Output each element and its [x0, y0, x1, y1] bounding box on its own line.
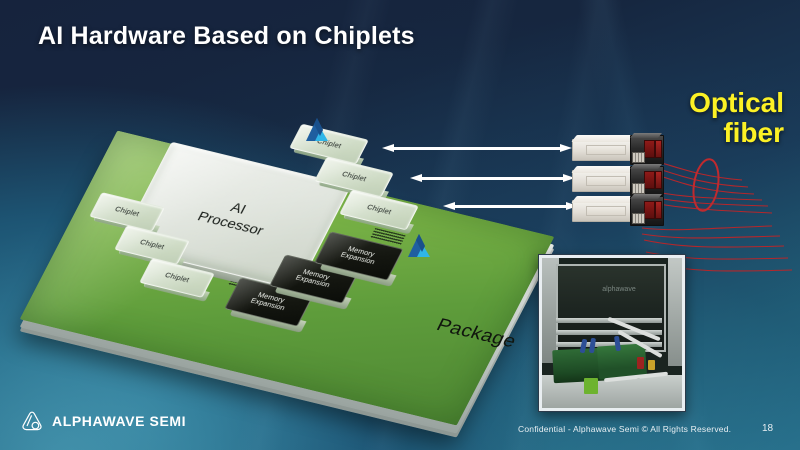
optical-module-1-pins: [632, 152, 645, 163]
optical-module-2: [571, 164, 664, 198]
ai-processor-label: AI Processor: [195, 193, 275, 238]
photo-shelf-3: [556, 342, 663, 347]
link-arrow-2-bar: [421, 177, 564, 181]
package-diagram: AI Processor Chiplet Chiplet: [19, 108, 555, 438]
optical-module-3-port-a: [644, 201, 655, 219]
photo-rack-enclosure: [556, 264, 667, 352]
photo-wall-right: [668, 258, 682, 366]
chiplet-left-2-label: Chiplet: [138, 239, 166, 251]
optical-fiber-label-line1: Optical: [689, 87, 784, 118]
photo-logo-watermark: alphawave: [602, 286, 636, 293]
link-arrow-1: [382, 144, 572, 153]
chiplet-right-3-label: Chiplet: [365, 204, 393, 216]
link-arrow-2-head-left: [410, 174, 422, 182]
optical-module-1-panel: [586, 145, 626, 155]
alphawave-wave-icon-top: [302, 114, 336, 144]
optical-module-1-connector-top: [630, 133, 662, 138]
alphawave-wave-icon-package: [404, 230, 438, 260]
chiplet-left-3: Chiplet: [139, 258, 215, 302]
optical-module-3-port-b: [655, 201, 662, 219]
chiplet-right-2: Chiplet: [314, 156, 394, 202]
chiplet-left-1-label: Chiplet: [113, 206, 141, 218]
optical-module-2-port-a: [644, 171, 655, 189]
link-arrow-2-head-right: [563, 174, 575, 182]
chiplet-left-1: Chiplet: [89, 192, 165, 236]
alphawave-triangle-icon: [20, 409, 44, 433]
link-arrow-1-bar: [393, 147, 561, 151]
confidentiality-notice: Confidential - Alphawave Semi © All Righ…: [518, 424, 732, 434]
optical-module-3-pins: [632, 213, 645, 224]
page-number: 18: [762, 423, 774, 434]
photo-wall-left: [542, 258, 559, 363]
chiplet-left-3-label: Chiplet: [163, 272, 191, 284]
optical-fiber-label: Optical fiber: [544, 87, 784, 149]
optical-module-3-panel: [586, 206, 626, 216]
memory-expansion-3-label: Memory Expansion: [339, 245, 380, 267]
photo-transceiver-green: [584, 378, 598, 394]
brand-name: ALPHAWAVE SEMI: [52, 413, 187, 429]
optical-module-3: [571, 194, 664, 228]
optical-module-2-body-top: [571, 166, 637, 173]
lab-photo-frame: alphawave: [538, 254, 686, 412]
page-title: AI Hardware Based on Chiplets: [38, 22, 415, 50]
chiplet-right-2-label: Chiplet: [340, 171, 368, 183]
optical-module-2-pins: [632, 183, 645, 194]
lab-photo: alphawave: [542, 258, 682, 408]
optical-module-3-body-top: [571, 196, 637, 203]
optical-module-1-port-b: [655, 140, 662, 158]
memory-expansion-3: Memory Expansion: [314, 231, 404, 287]
optical-module-1-body-top: [571, 135, 637, 142]
brand-logo: ALPHAWAVE SEMI: [20, 409, 186, 433]
optical-module-3-connector-top: [630, 194, 662, 199]
chiplet-left-2: Chiplet: [114, 225, 190, 269]
optical-module-2-panel: [586, 176, 626, 186]
chiplet-right-3: Chiplet: [339, 189, 419, 235]
link-arrow-2: [410, 174, 575, 183]
optical-module-1: [571, 133, 664, 167]
link-arrow-1-head-right: [560, 144, 572, 152]
link-arrow-1-head-left: [382, 144, 394, 152]
link-arrow-3: [443, 202, 578, 211]
link-arrow-3-bar: [454, 205, 567, 209]
optical-module-1-port-a: [644, 140, 655, 158]
link-arrow-3-head-left: [443, 202, 455, 210]
optical-module-2-port-b: [655, 171, 662, 189]
photo-shelf-2: [556, 330, 663, 335]
optical-fiber-label-line2: fiber: [723, 117, 784, 149]
photo-yellow-marker: [648, 360, 656, 370]
photo-red-marker: [637, 357, 645, 369]
optical-module-2-connector-top: [630, 164, 662, 169]
